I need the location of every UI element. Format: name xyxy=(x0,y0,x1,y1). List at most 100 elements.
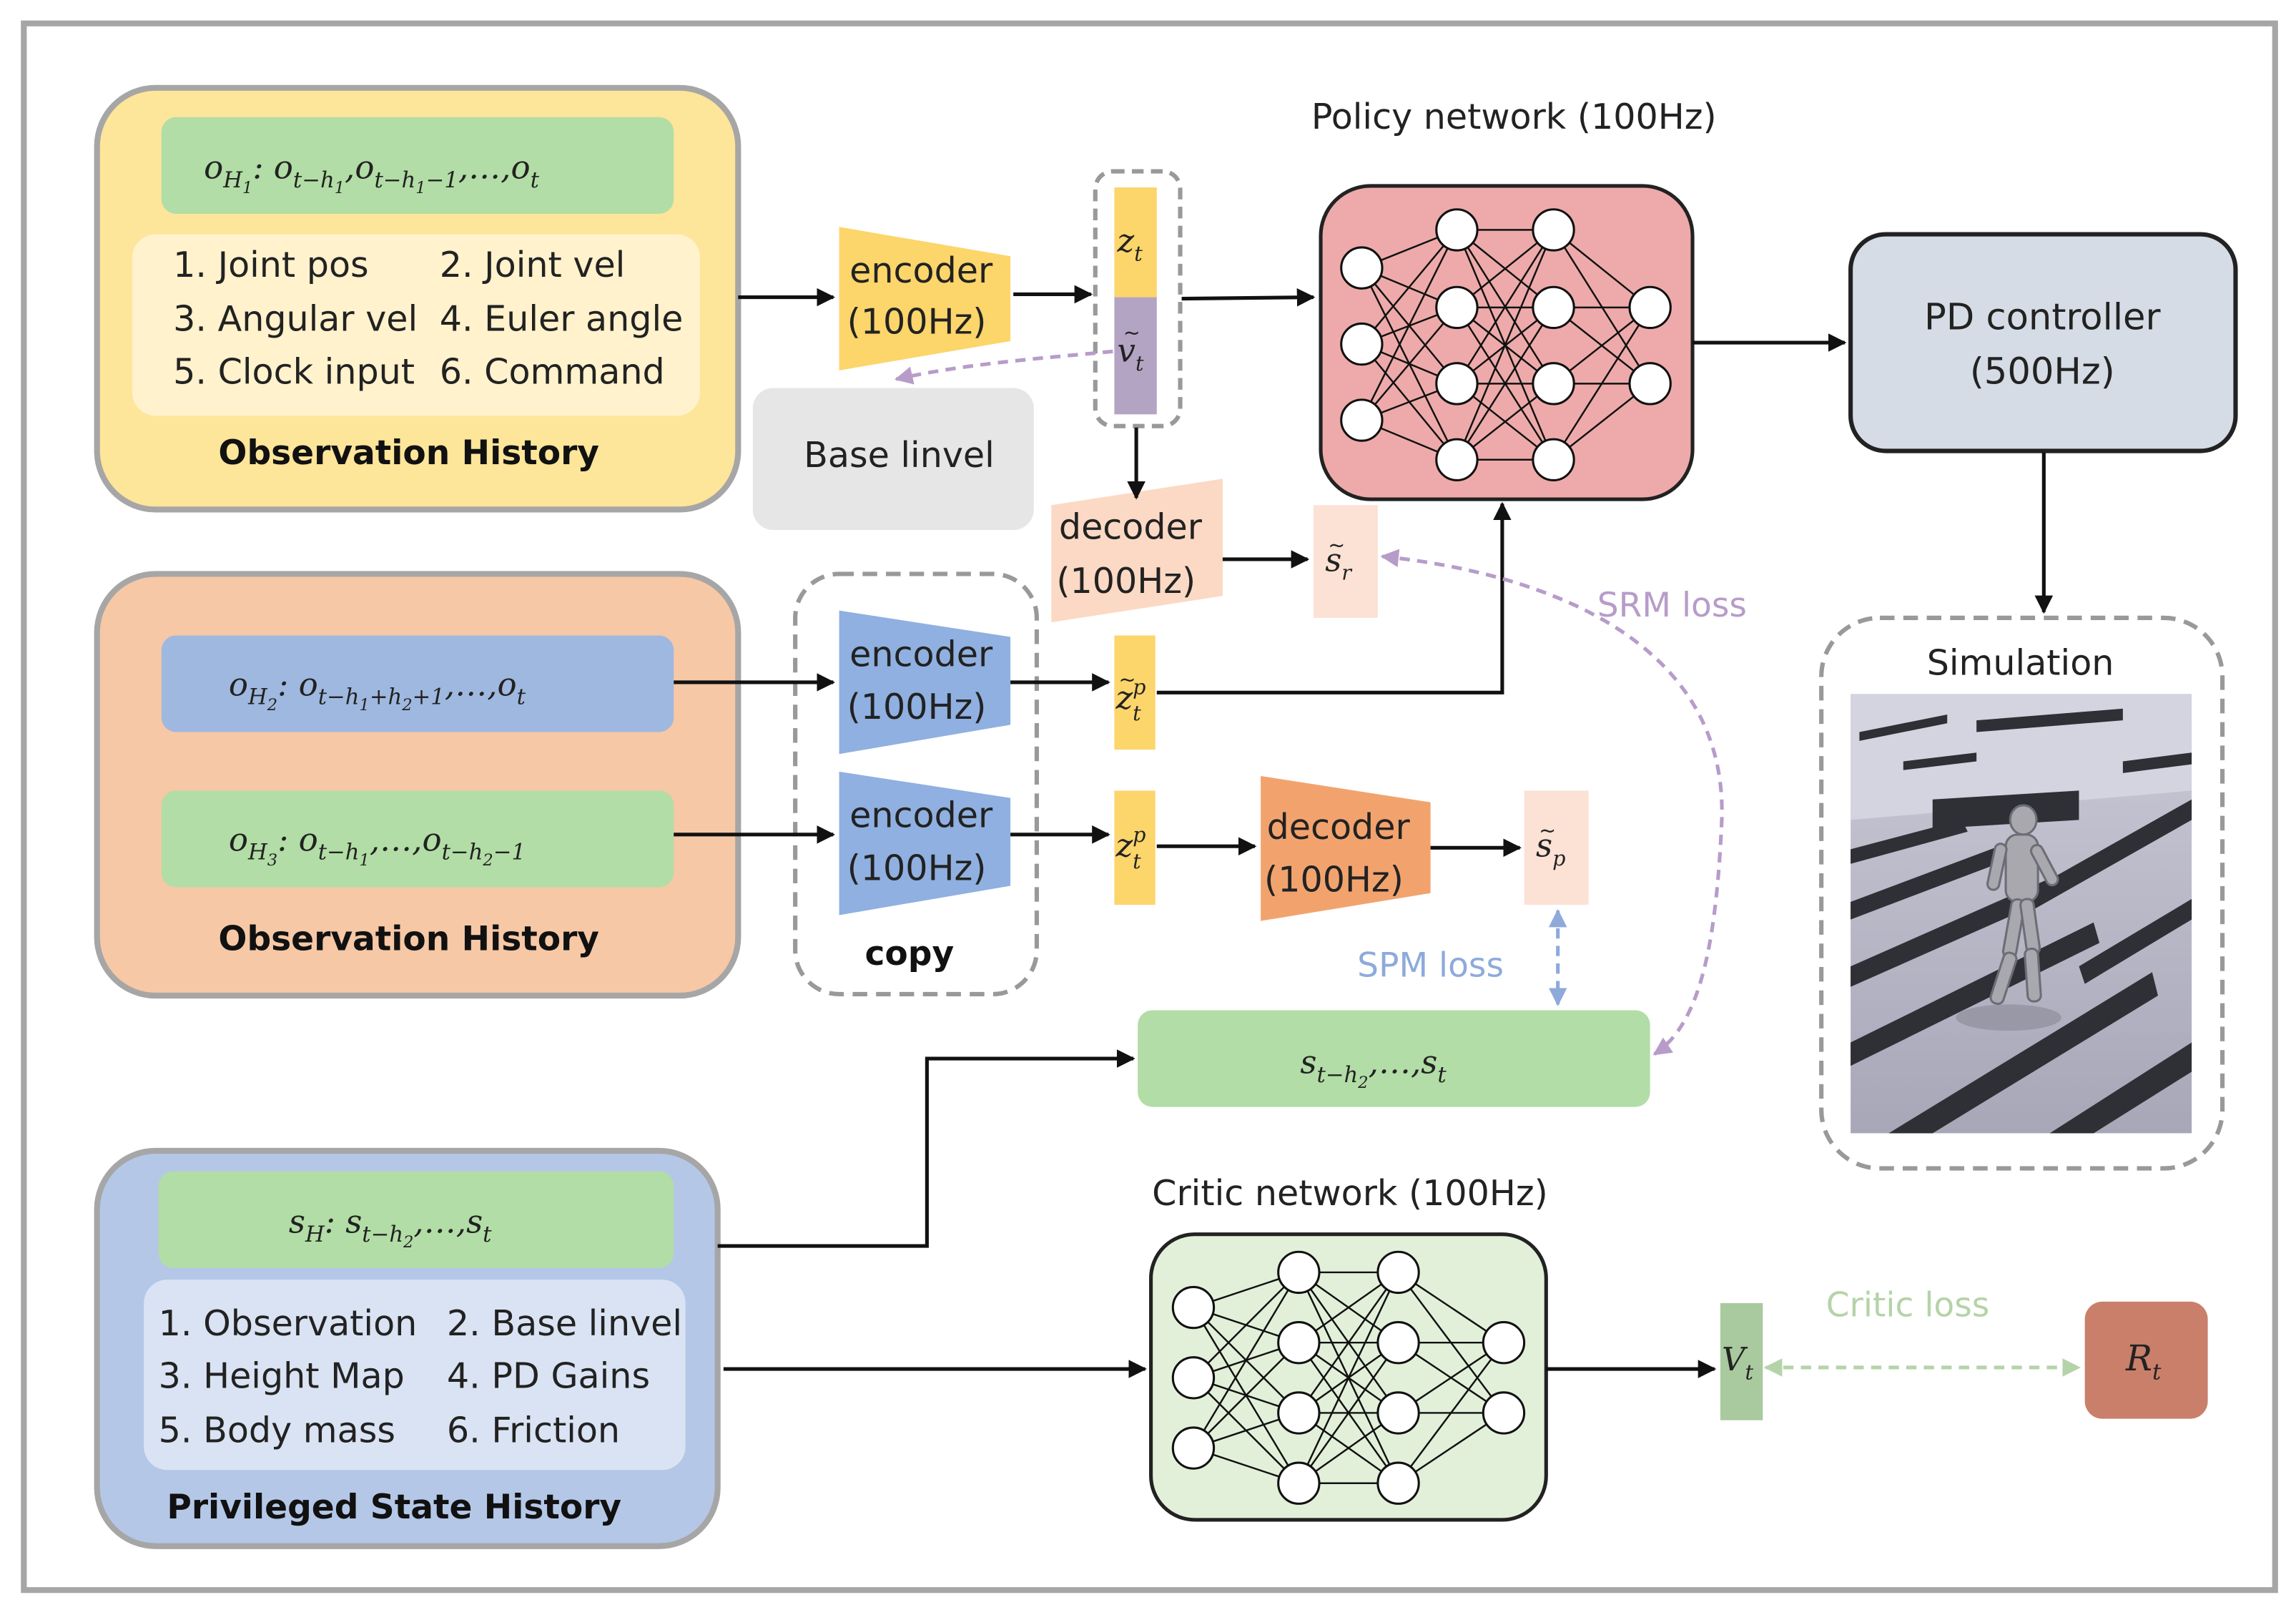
tilde-mark: ~ xyxy=(1328,533,1345,557)
critic-network-label: Critic network (100Hz) xyxy=(1152,1172,1548,1214)
encoder-middle: encoder (100Hz) xyxy=(839,610,1011,755)
svg-text:encoder: encoder xyxy=(849,250,993,291)
network-edge xyxy=(1192,1272,1300,1449)
tilde-mark: ~ xyxy=(1119,667,1136,692)
srm-loss-arrow xyxy=(1380,549,1724,1056)
pd-controller-box xyxy=(1848,232,2238,453)
obs-item: 1. Joint pos xyxy=(173,244,369,285)
svg-text:decoder: decoder xyxy=(1059,506,1203,547)
return-label: Rt xyxy=(2125,1337,2162,1385)
pd-controller-freq: (500Hz) xyxy=(1970,350,2115,393)
zp-cell-2 xyxy=(1114,790,1156,905)
network-node xyxy=(1435,438,1479,481)
obs-history-title-2: Observation History xyxy=(218,920,599,959)
svg-text:encoder: encoder xyxy=(849,633,993,674)
svg-text:(100Hz): (100Hz) xyxy=(1056,560,1196,602)
obs-item: 2. Joint vel xyxy=(440,244,626,285)
network-node xyxy=(1171,1426,1216,1470)
value-box xyxy=(1720,1302,1763,1420)
network-node xyxy=(1482,1320,1526,1365)
network-edge xyxy=(1552,307,1651,461)
network-node xyxy=(1171,1356,1216,1400)
network-node xyxy=(1376,1320,1420,1365)
network-edge xyxy=(1193,1272,1300,1379)
svg-text:(100Hz): (100Hz) xyxy=(1264,859,1404,900)
network-node xyxy=(1277,1391,1321,1435)
network-node xyxy=(1171,1285,1216,1330)
obs-item: 5. Clock input xyxy=(173,350,415,392)
sr-label: sr xyxy=(1325,541,1353,584)
network-edge xyxy=(1361,229,1458,345)
svg-text:decoder: decoder xyxy=(1267,806,1411,848)
tilde-mark: ~ xyxy=(1539,818,1556,843)
encoder-bottom: encoder (100Hz) xyxy=(839,771,1011,915)
network-node xyxy=(1340,398,1384,442)
network-node xyxy=(1532,438,1575,481)
svg-text:(100Hz): (100Hz) xyxy=(847,847,987,888)
network-node xyxy=(1435,362,1479,406)
obs-formula-box-1 xyxy=(161,117,674,214)
base-linvel-dashed-arrow xyxy=(894,349,1113,385)
obs-items-box-1 xyxy=(132,234,701,416)
network-edge xyxy=(1456,229,1555,384)
network-node xyxy=(1435,208,1479,252)
policy-network-label: Policy network (100Hz) xyxy=(1311,96,1717,137)
network-node xyxy=(1482,1391,1526,1435)
svg-text:(100Hz): (100Hz) xyxy=(847,301,987,343)
priv-item: 6. Friction xyxy=(447,1409,620,1450)
network-edge xyxy=(1298,1272,1399,1414)
network-node xyxy=(1435,285,1479,330)
pd-controller-title: PD controller xyxy=(1924,297,2162,339)
tilde-mark: ~ xyxy=(1123,320,1140,345)
obs-formula-2b: oH3: ot−h1,…,ot−h2−1 xyxy=(229,820,526,869)
svg-text:encoder: encoder xyxy=(849,795,993,836)
sr-box xyxy=(1313,505,1378,618)
priv-item: 4. PD Gains xyxy=(447,1355,650,1397)
network-edge xyxy=(1361,307,1458,421)
robot-figure xyxy=(1986,804,2059,1006)
policy-network-graph xyxy=(1340,208,1672,481)
srm-loss-label: SRM loss xyxy=(1597,586,1747,625)
network-node xyxy=(1628,362,1672,406)
spm-loss-label: SPM loss xyxy=(1357,946,1504,985)
obs-formula-2a: oH2: ot−h1+h2+1,…,ot xyxy=(229,665,526,714)
network-edge xyxy=(1193,1342,1300,1449)
priv-formula: sH: st−h2,…,st xyxy=(289,1203,492,1252)
privileged-state-history-panel: sH: st−h2,…,st 1. Observation 2. Base li… xyxy=(94,1147,721,1549)
obs-formula-box-2b xyxy=(161,790,674,888)
latent-v-cell xyxy=(1114,297,1157,415)
network-node xyxy=(1340,246,1384,290)
network-node xyxy=(1376,1250,1420,1295)
priv-item: 2. Base linvel xyxy=(447,1302,682,1344)
priv-formula-box xyxy=(158,1171,674,1268)
network-node xyxy=(1277,1320,1321,1365)
latent-z-cell xyxy=(1114,187,1157,298)
critic-loss-label: Critic loss xyxy=(1826,1285,1990,1325)
latent-stack: zt vt ~ xyxy=(1093,169,1183,428)
latent-v-label: vt xyxy=(1118,332,1144,375)
priv-item: 1. Observation xyxy=(159,1302,418,1344)
network-node xyxy=(1376,1391,1420,1435)
network-node xyxy=(1340,322,1384,366)
network-node xyxy=(1376,1461,1420,1505)
network-node xyxy=(1532,285,1575,330)
network-edge xyxy=(1361,229,1458,421)
network-node xyxy=(1532,208,1575,252)
simulation-frame xyxy=(1819,615,2225,1171)
network-node xyxy=(1277,1461,1321,1505)
network-node xyxy=(1628,285,1672,330)
observation-history-panel-1: oH1: ot−h1,ot−h1−1,…,ot 1. Joint pos 2. … xyxy=(94,84,741,513)
obs-item: 3. Angular vel xyxy=(173,298,418,340)
obs-formula-box-2a xyxy=(161,635,674,732)
obs-item: 4. Euler angle xyxy=(440,298,684,340)
latent-dashed-frame xyxy=(1093,169,1183,428)
network-edge xyxy=(1298,1272,1399,1484)
obs-item: 6. Command xyxy=(440,350,665,392)
latent-z-label: zt xyxy=(1117,222,1143,265)
zp-cell-1 xyxy=(1114,635,1156,750)
simulation-title: Simulation xyxy=(1927,642,2114,684)
network-node xyxy=(1532,362,1575,406)
